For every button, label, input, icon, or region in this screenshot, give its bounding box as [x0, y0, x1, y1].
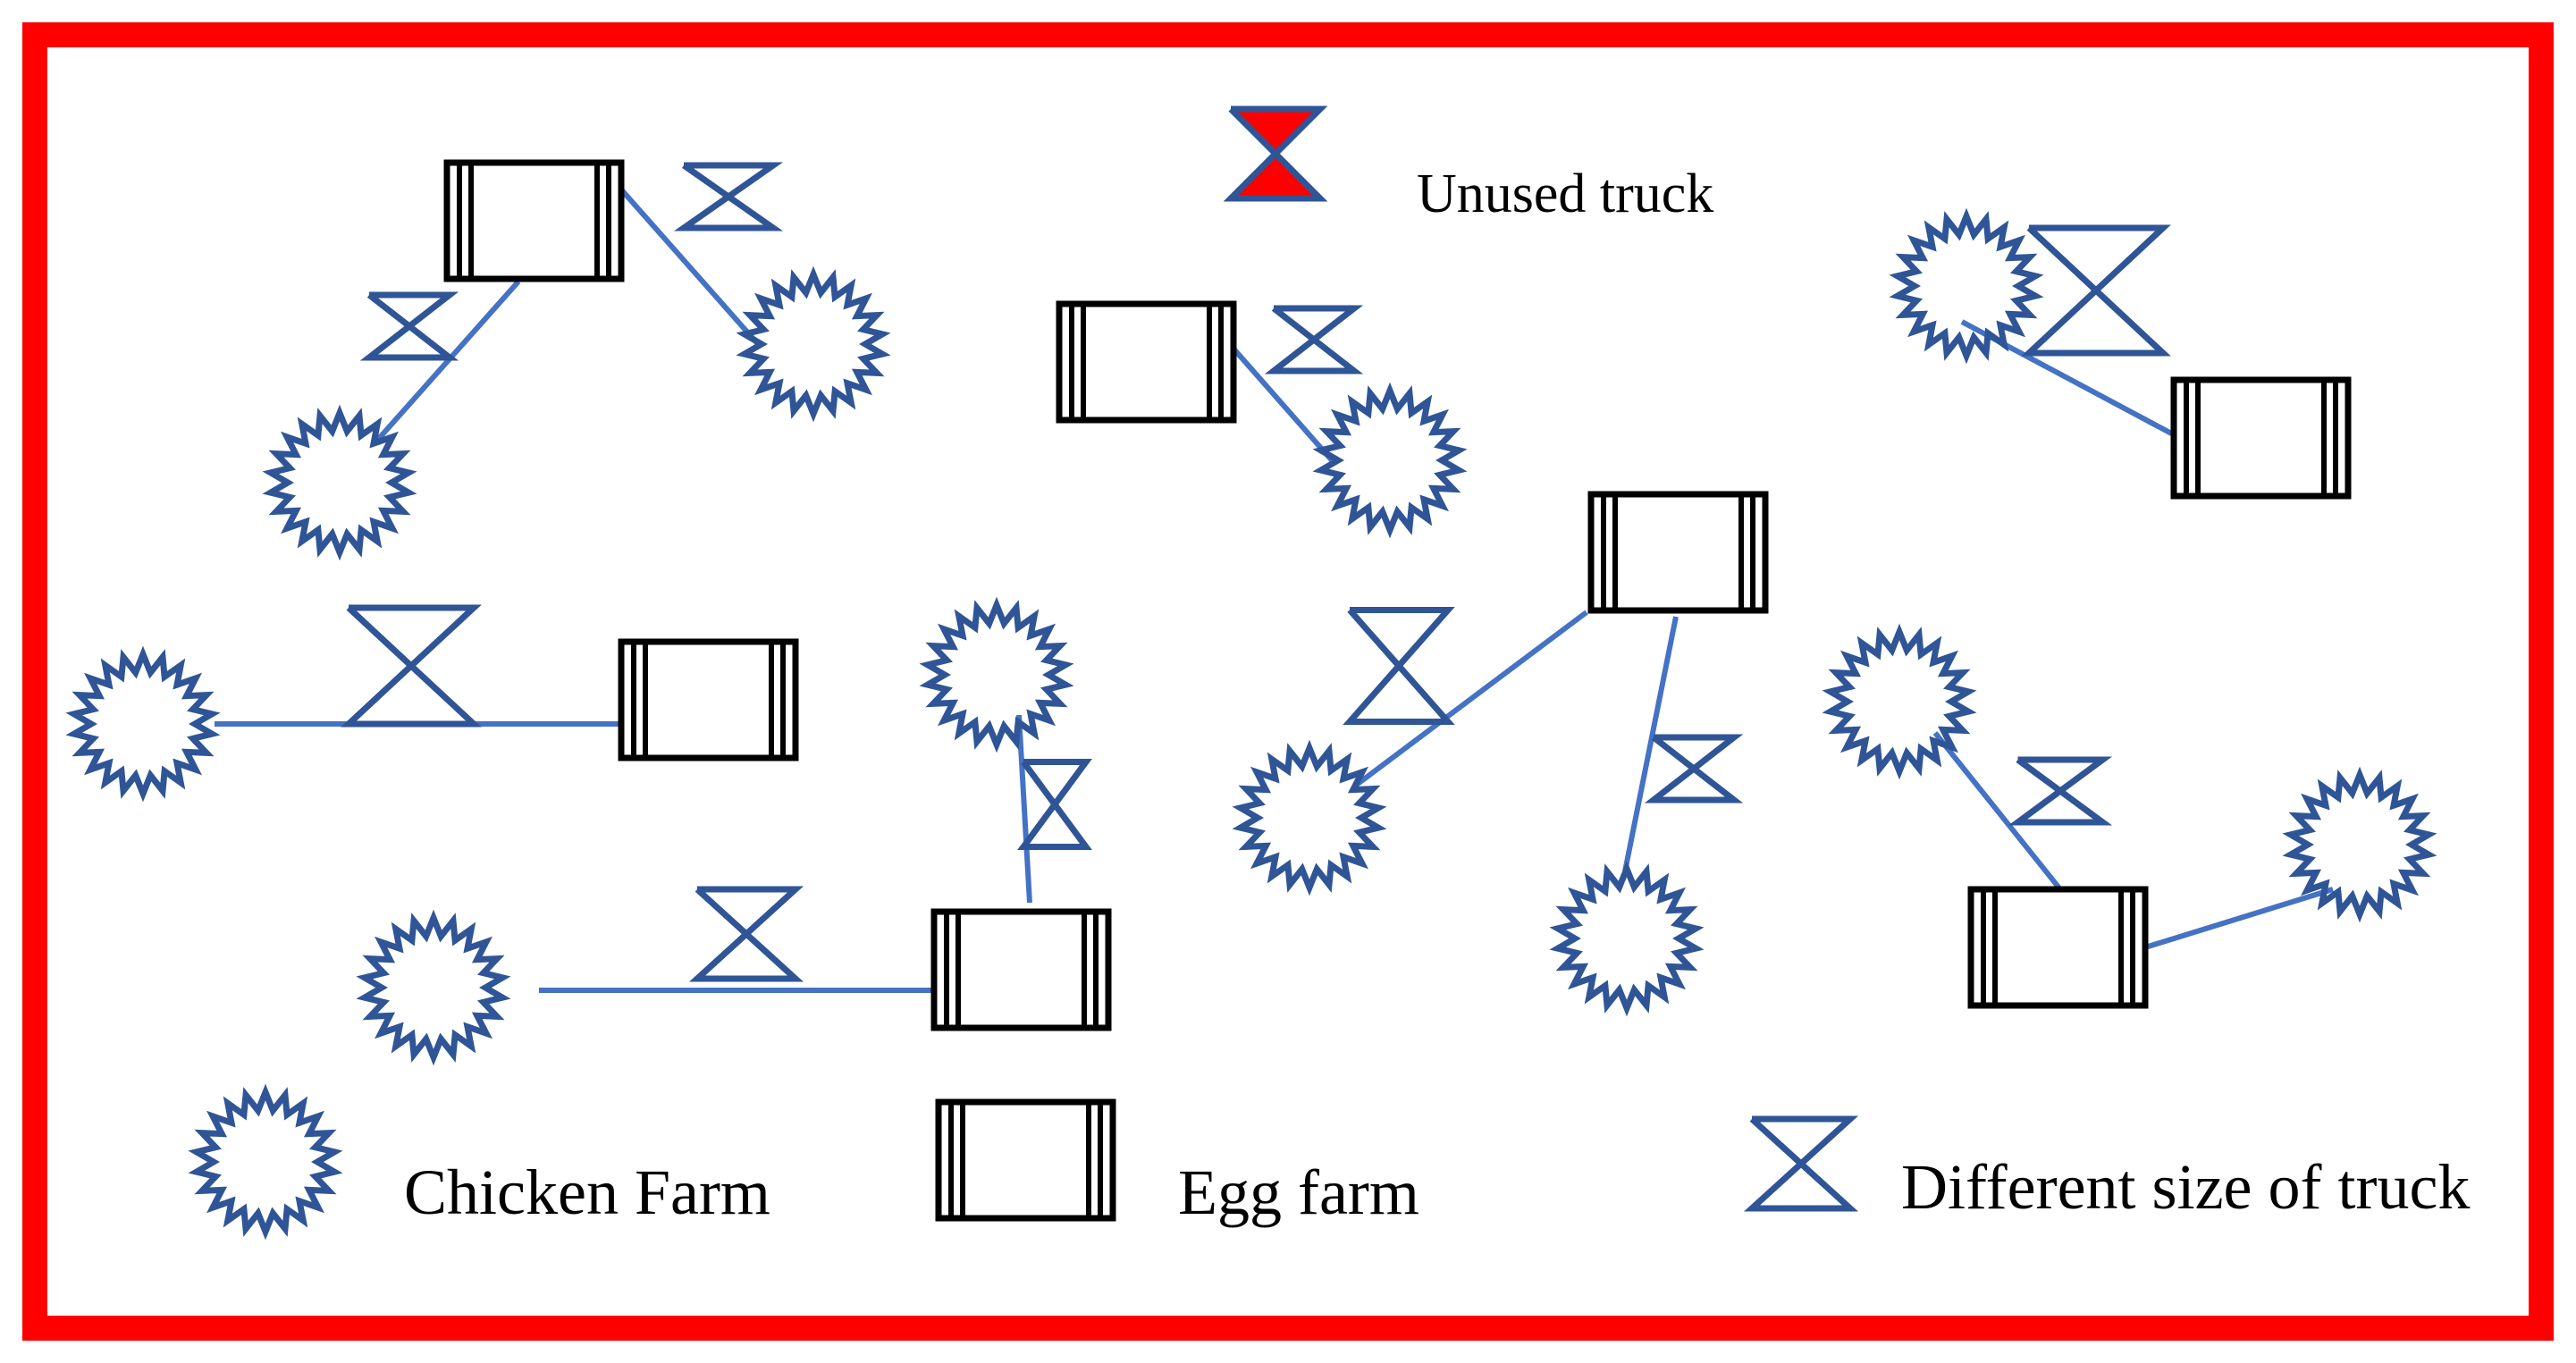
route-line — [619, 188, 761, 346]
chicken-farm-icon — [919, 596, 1074, 753]
truck-hourglass-icon — [1743, 1115, 1859, 1212]
truck-hourglass-icon — [341, 604, 482, 728]
legend-egg-farm-icon — [935, 1098, 1116, 1222]
legend-truck-label: Different size of truck — [1901, 1151, 2470, 1223]
unused-truck-icon — [1223, 105, 1328, 202]
legend-unused-truck-label: Unused truck — [1417, 164, 1713, 224]
legend-truck-icon — [1743, 1115, 1859, 1212]
chicken-farm-icon — [188, 1083, 343, 1241]
egg-farm-icon — [935, 1098, 1116, 1222]
legend-egg-farm-label: Egg farm — [1178, 1157, 1419, 1228]
egg-farm-layer — [443, 159, 2352, 1031]
legend-chicken-farm-label: Chicken Farm — [404, 1157, 770, 1228]
egg-farm-icon — [1056, 300, 1237, 424]
egg-farm-icon — [2170, 376, 2352, 500]
chicken-farm-icon — [2282, 766, 2437, 923]
chicken-farm-icon — [1312, 382, 1468, 539]
truck-hourglass-icon — [1017, 759, 1092, 850]
legend-chicken-farm-icon — [188, 1083, 343, 1241]
truck-hourglass-icon — [688, 886, 804, 982]
chicken-farm-icon — [1232, 739, 1387, 896]
chicken-farm-icon — [1889, 207, 2044, 365]
chicken-farm-icon — [1822, 623, 1977, 780]
truck-layer — [341, 105, 2171, 982]
route-line — [1932, 731, 2063, 891]
truck-hourglass-icon — [1264, 305, 1364, 374]
chicken-farm-icon — [356, 909, 511, 1066]
chicken-farm-layer — [65, 207, 2437, 1066]
diagram-frame — [22, 22, 2554, 1341]
truck-hourglass-icon — [1644, 734, 1744, 803]
truck-hourglass-icon — [673, 162, 784, 231]
route-line — [1622, 616, 1679, 872]
route-line — [373, 280, 521, 444]
chicken-farm-icon — [1549, 860, 1705, 1017]
truck-hourglass-icon — [359, 291, 459, 361]
truck-hourglass-icon — [1343, 607, 1455, 725]
route-line — [1352, 610, 1588, 789]
chicken-farm-icon — [262, 404, 417, 561]
legend: Chicken Farm Egg farm Different size of … — [188, 164, 2470, 1241]
egg-farm-icon — [1587, 491, 1769, 614]
egg-farm-icon — [930, 908, 1112, 1031]
route-line — [1231, 347, 1334, 462]
egg-farm-icon — [618, 638, 799, 761]
truck-hourglass-icon — [2008, 756, 2113, 826]
route-line — [2144, 887, 2334, 950]
chicken-farm-icon — [65, 645, 221, 803]
truck-hourglass-icon — [2021, 224, 2171, 357]
egg-farm-icon — [1967, 886, 2149, 1009]
route-line — [1016, 714, 1032, 904]
egg-farm-icon — [443, 159, 625, 282]
chicken-farm-icon — [736, 265, 891, 423]
